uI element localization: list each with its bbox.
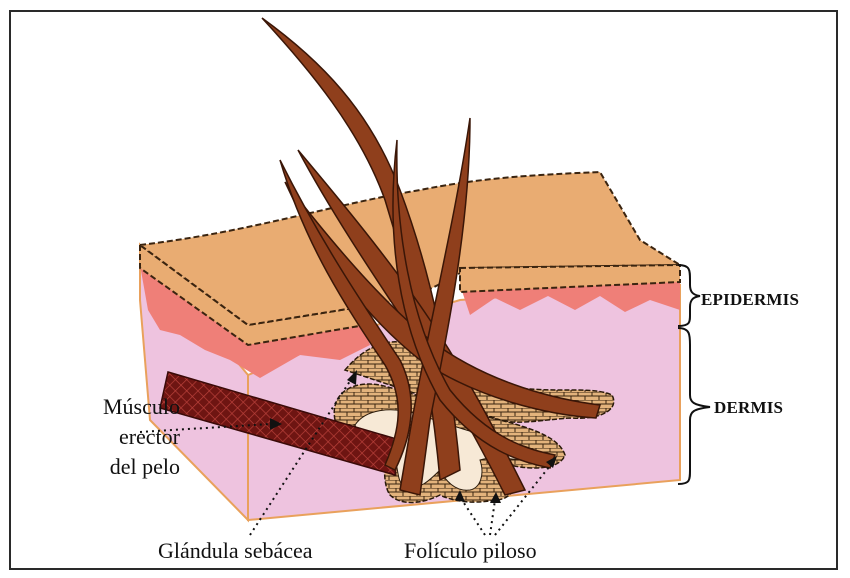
hair-follicle-label: Folículo piloso	[404, 538, 537, 564]
muscle-label: Músculo erector del pelo	[30, 392, 180, 482]
dermis-label: DERMIS	[714, 398, 783, 418]
muscle-label-line2: erector	[30, 422, 180, 452]
dermis-bracket	[678, 328, 710, 484]
sebaceous-gland-label: Glándula sebácea	[158, 538, 313, 564]
muscle-label-line3: del pelo	[30, 452, 180, 482]
follicle-pointer-2	[490, 500, 495, 535]
muscle-label-line1: Músculo	[30, 392, 180, 422]
epidermis-bracket	[678, 265, 700, 326]
epidermis-label: EPIDERMIS	[701, 290, 799, 310]
